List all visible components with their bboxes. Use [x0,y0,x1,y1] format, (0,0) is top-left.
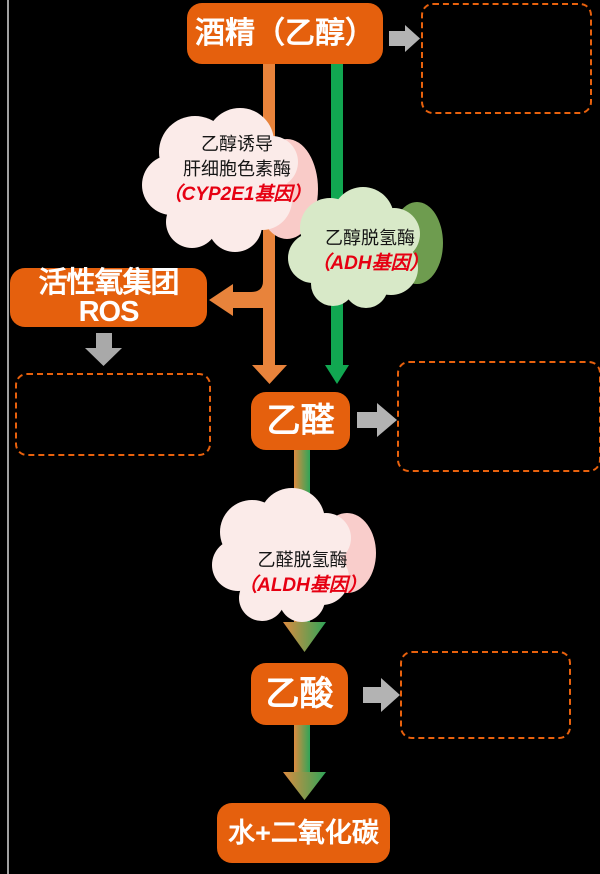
cloud-lobes [212,488,351,622]
cyp2e1-cloud [142,108,318,252]
placeholder-box-acetaldehyde [397,361,600,472]
placeholder-box-ros [15,373,211,456]
aldh-enzyme-label: 乙醛脱氢酶 （ALDH基因） [225,547,380,599]
ros-branch-arrow [209,281,263,316]
placeholder-box-acetic-acid [400,651,571,739]
arrow-head-down [283,622,326,652]
arrow-stem [363,687,382,703]
arrow-stem [357,412,378,428]
cyp2e1-line2: 肝细胞色素酶 [183,159,291,179]
arrow-stem [294,725,310,772]
arrow-stem [389,31,405,46]
adh-name: 乙醇脱氢酶 [325,228,415,248]
arrow-head-right [377,403,397,437]
adh-gene-label: （ADH基因） [311,253,429,274]
node-acetic-acid: 乙酸 [251,663,348,725]
arrow-head-down [85,348,122,366]
arrow-head-right [381,678,400,712]
cyp2e1-line1: 乙醇诱导 [201,134,273,154]
cloud-lobes [288,187,420,308]
aldh-name: 乙醛脱氢酶 [257,550,348,570]
cyp2e1-enzyme-label: 乙醇诱导 肝细胞色素酶 （CYP2E1基因） [157,132,317,207]
page-edge-line [7,0,9,874]
ros-note-arrow [85,333,122,366]
node-water-co2: 水+二氧化碳 [217,803,390,863]
adh-cloud [288,187,443,308]
placeholder-box-ethanol [421,3,592,114]
aldh-gene-label: （ALDH基因） [238,575,367,596]
node-acetaldehyde: 乙醛 [251,392,350,450]
arrow-stem [96,333,112,349]
node-ethanol: 酒精（乙醇） [187,3,383,64]
cyp2e1-gene-label: （CYP2E1基因） [162,184,312,205]
adh-enzyme-label: 乙醇脱氢酶 （ADH基因） [295,225,445,277]
acetic-acid-note-arrow [363,678,400,712]
acetaldehyde-note-arrow [357,403,397,437]
cloud-lobes [142,108,298,252]
arrow-head-right [405,25,420,52]
acetic-to-water-arrow [283,725,326,800]
aldh-cloud [212,488,376,622]
node-ros: 活性氧集团ROS [10,268,207,327]
arrow-head-down [283,772,326,800]
arrow-head-down [325,365,349,384]
ethanol-note-arrow [389,25,420,52]
arrow-head-down [252,365,287,384]
